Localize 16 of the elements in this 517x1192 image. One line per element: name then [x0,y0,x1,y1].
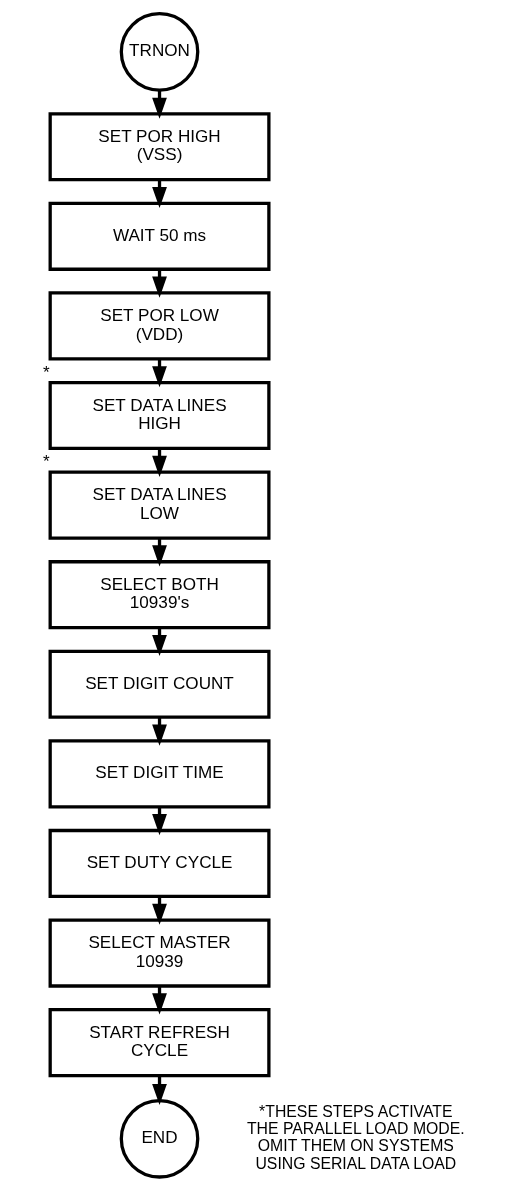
node-circle: END [119,1098,199,1179]
node-box: SET DATA LINES HIGH [48,380,271,451]
node-box: SET POR LOW (VDD) [48,291,271,361]
node-box: SELECT MASTER 10939 [48,918,271,988]
node-box: SELECT BOTH 10939's [48,560,271,630]
node-box: WAIT 50 ms [48,201,271,271]
node-label: * [42,452,50,472]
node-box: SET DUTY CYCLE [48,828,271,899]
node-circle: TRNON [119,12,199,92]
node-box: SET DIGIT COUNT [48,649,271,719]
node-label: * [42,362,50,382]
node-box: SET DATA LINES LOW [48,470,271,540]
node-box: START REFRESH CYCLE [48,1008,271,1078]
label: *THESE STEPS ACTIVATE THE PARALLEL LOAD MODE. OMIT THEM ON SYSTEMS USING SERIAL DATA LOAD [246,1103,465,1172]
node-box: SET DIGIT TIME [48,739,271,809]
node-box: SET POR HIGH (VSS) [48,112,271,182]
